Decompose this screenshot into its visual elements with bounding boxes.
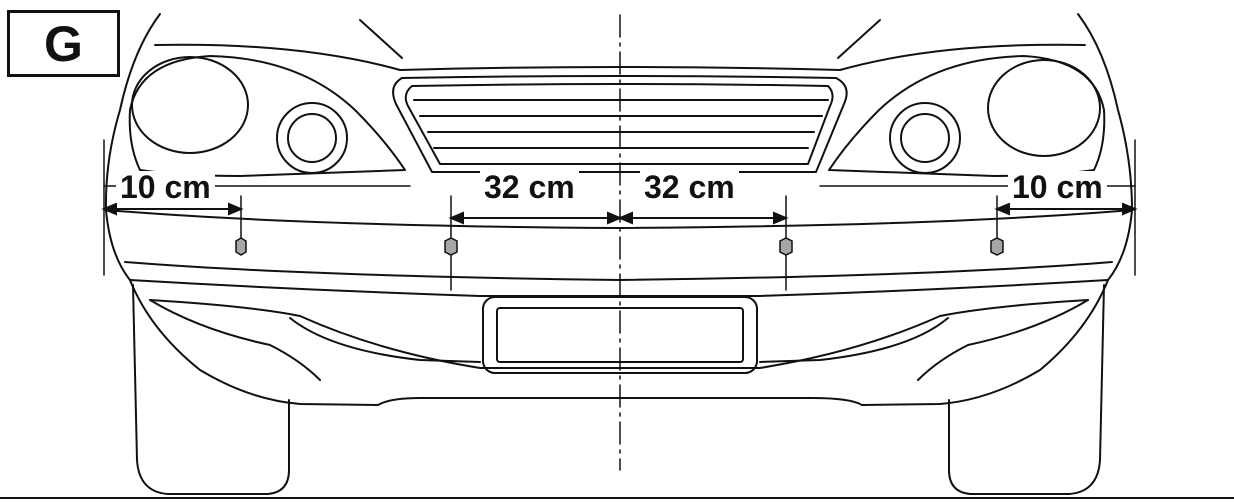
grille-outer — [392, 75, 848, 173]
arrowhead — [994, 202, 1010, 216]
left-headlamp-main — [131, 56, 249, 154]
dimension-label-right-inner: 32 cm — [640, 171, 739, 203]
parking-sensor — [779, 237, 793, 256]
dimension-label-left-inner: 32 cm — [480, 171, 579, 203]
parking-sensor — [235, 237, 247, 256]
bumper-middle-line — [124, 261, 1113, 281]
right-tire — [948, 284, 1105, 495]
left-headlamp-inner — [287, 113, 337, 163]
panel-letter-badge: G — [7, 10, 120, 77]
left-tire — [132, 284, 290, 495]
license-plate-frame — [482, 296, 758, 374]
arrowhead — [773, 211, 789, 225]
right-headlamp-inner — [900, 113, 950, 163]
arrowhead — [101, 202, 117, 216]
parking-sensor — [444, 237, 458, 256]
bumper-lower-line — [129, 279, 1109, 297]
dimension-label-right-outer: 10 cm — [1008, 171, 1107, 203]
left-headlight — [128, 55, 406, 177]
windshield-left — [359, 19, 403, 59]
right-headlamp-main — [987, 59, 1101, 157]
right-headlamp-round — [889, 102, 961, 174]
dimension-label-left-outer: 10 cm — [116, 171, 215, 203]
right-fog-area — [917, 299, 1089, 381]
right-headlight — [828, 55, 1106, 177]
lower-intake-inner — [289, 317, 949, 363]
arrowhead — [617, 211, 633, 225]
grille-inner — [404, 83, 834, 165]
parking-sensor — [990, 237, 1004, 256]
windshield-right — [837, 19, 881, 59]
car-body-outline — [104, 13, 1133, 406]
left-fog-area — [149, 299, 321, 381]
arrowhead — [607, 211, 623, 225]
arrowhead — [448, 211, 464, 225]
left-headlamp-round — [276, 102, 348, 174]
arrowhead — [1122, 202, 1138, 216]
arrowhead — [228, 202, 244, 216]
